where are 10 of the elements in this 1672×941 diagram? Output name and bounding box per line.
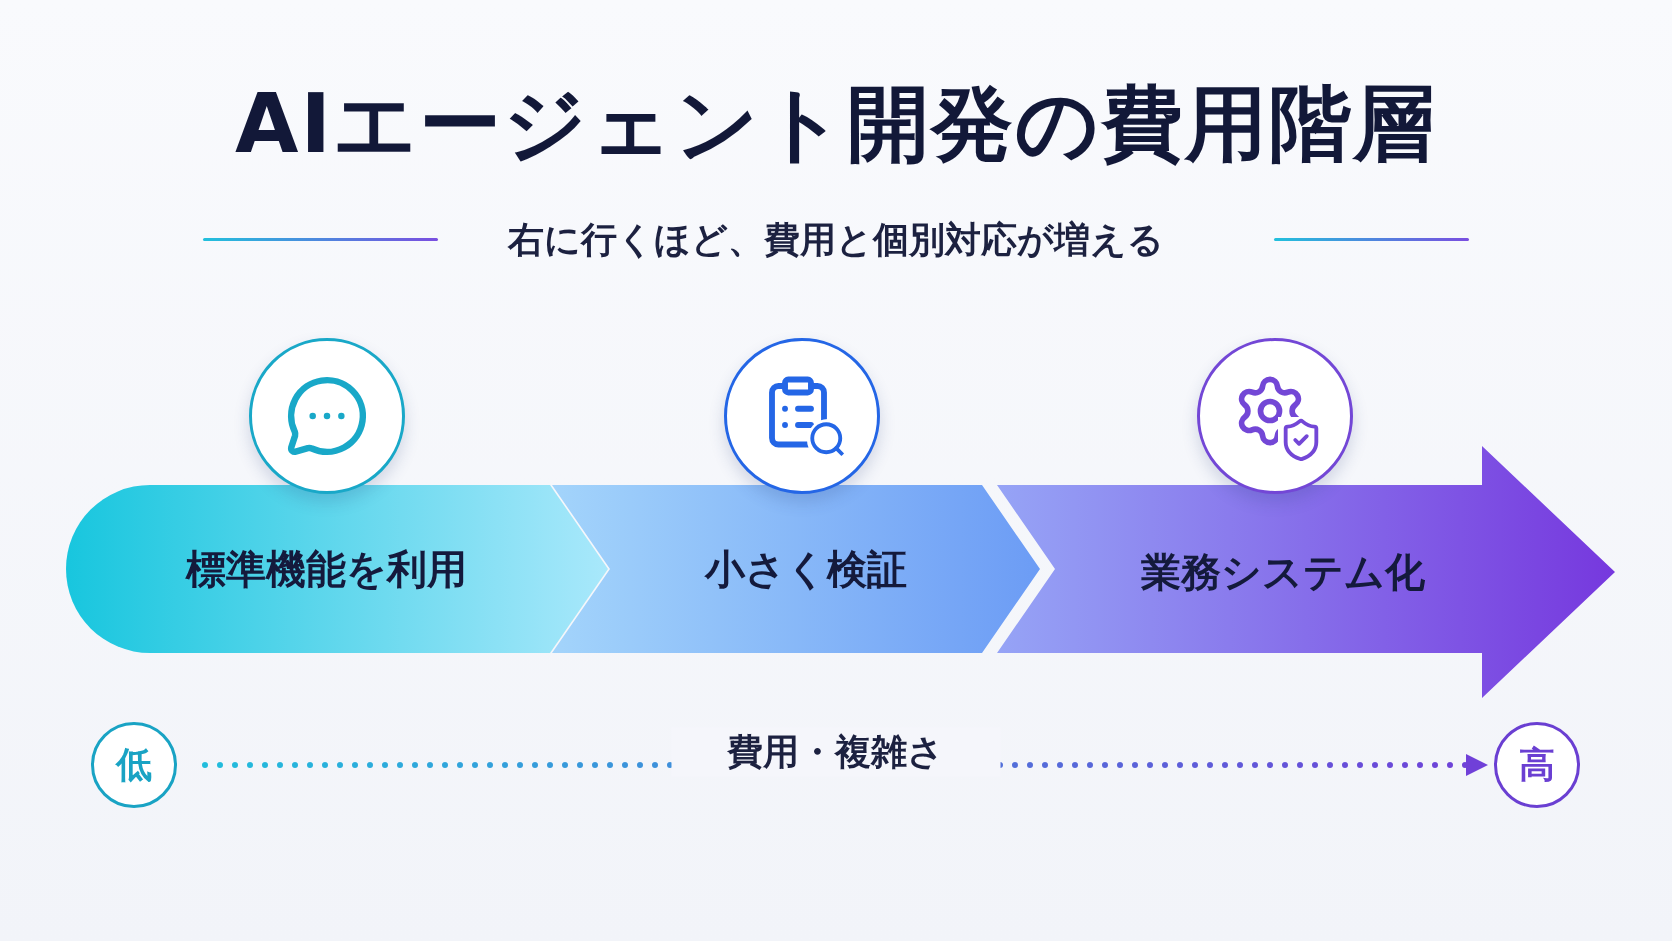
subtitle: 右に行くほど、費用と個別対応が増える: [508, 218, 1164, 262]
step-label: 小さく検証: [705, 544, 907, 594]
step-label: 業務システム化: [1141, 547, 1425, 597]
step-label: 標準機能を利用: [185, 544, 467, 594]
level-label: 低: [116, 742, 152, 787]
title: AIエージェント開発の費用階層: [234, 75, 1438, 173]
chevron-segment: [66, 485, 608, 653]
level-label: 高: [1519, 742, 1555, 787]
arrow-segment: [997, 446, 1615, 698]
chevron-segment: [552, 485, 1040, 653]
